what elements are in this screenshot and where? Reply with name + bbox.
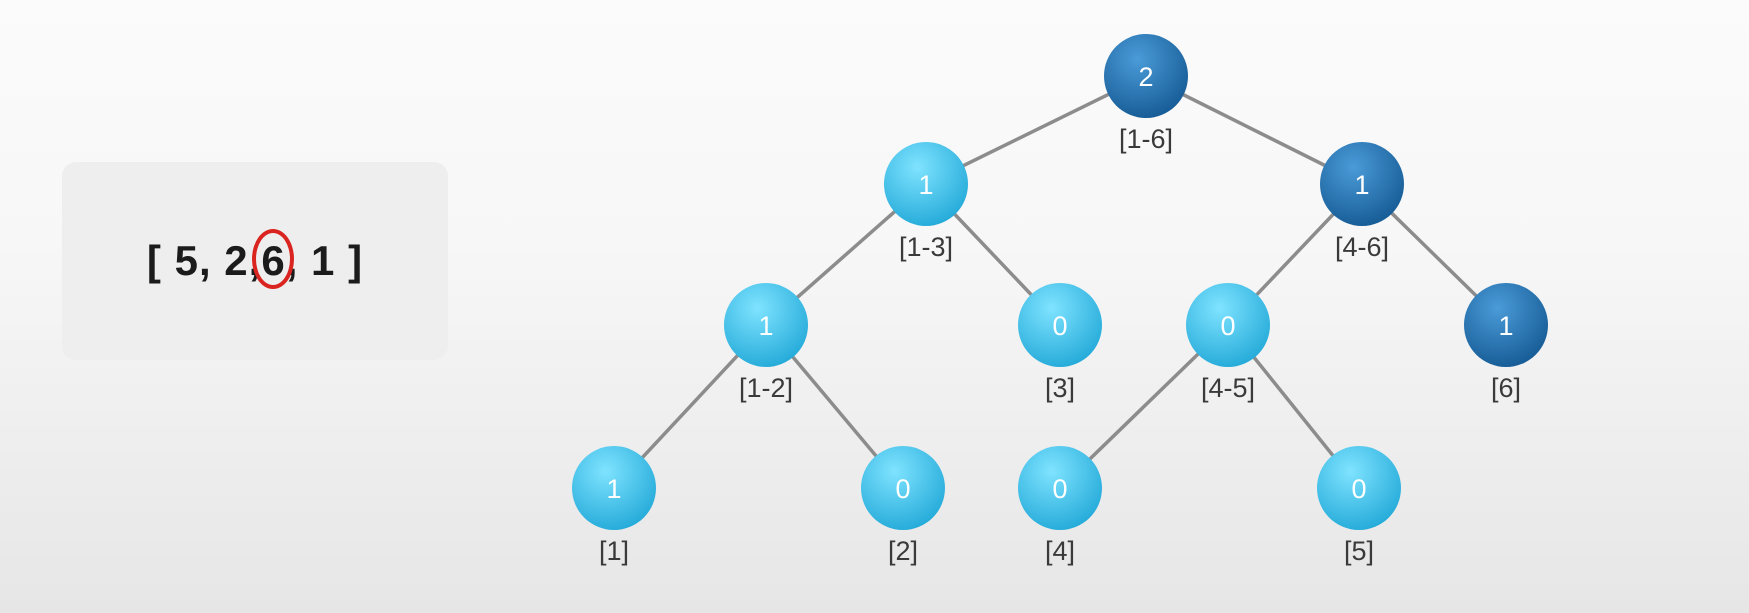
tree-node: 1 [1-2] — [724, 283, 808, 403]
tree-node-value: 0 — [1351, 474, 1366, 504]
tree-node-value: 2 — [1138, 62, 1153, 92]
tree-node-circle — [1464, 283, 1548, 367]
tree-node-circle — [1104, 34, 1188, 118]
array-item: 2 — [224, 237, 249, 284]
tree-node-range: [5] — [1344, 536, 1374, 566]
tree-node: 2 [1-6] — [1104, 34, 1188, 154]
tree-node-range: [1] — [599, 536, 629, 566]
tree-node-value: 1 — [1354, 170, 1369, 200]
tree-node-value: 0 — [1052, 474, 1067, 504]
tree-node: 1 [6] — [1464, 283, 1548, 403]
array-display: [ 5, 2, 6, 1 ] — [146, 229, 364, 289]
tree-node-range: [2] — [888, 536, 918, 566]
tree-node-value: 1 — [918, 170, 933, 200]
tree-node-circle — [1317, 446, 1401, 530]
array-close-bracket: ] — [348, 237, 364, 284]
tree-node: 0 [2] — [861, 446, 945, 566]
array-item-highlighted: 6 — [252, 229, 295, 289]
tree-node-circle — [572, 446, 656, 530]
array-item: 5 — [174, 237, 199, 284]
tree-edges — [612, 74, 1508, 490]
tree-node-range: [6] — [1491, 373, 1521, 403]
tree-node-circle — [1186, 283, 1270, 367]
tree-node-range: [1-2] — [739, 373, 793, 403]
tree-node-value: 0 — [895, 474, 910, 504]
tree-node: 0 [5] — [1317, 446, 1401, 566]
tree-node: 0 [4] — [1018, 446, 1102, 566]
tree-node-range: [3] — [1045, 373, 1075, 403]
tree-node-circle — [1018, 446, 1102, 530]
tree-node-range: [4-6] — [1335, 232, 1389, 262]
tree-node-range: [1-3] — [899, 232, 953, 262]
tree-node: 0 [4-5] — [1186, 283, 1270, 403]
tree-node: 1 [1] — [572, 446, 656, 566]
tree-node-range: [4] — [1045, 536, 1075, 566]
tree-node-value: 1 — [758, 311, 773, 341]
tree-node-circle — [1320, 142, 1404, 226]
tree-node: 1 [4-6] — [1320, 142, 1404, 262]
tree-node-range: [4-5] — [1201, 373, 1255, 403]
array-item: 1 — [311, 237, 336, 284]
tree-node-range: [1-6] — [1119, 124, 1173, 154]
tree-node-value: 0 — [1220, 311, 1235, 341]
tree-node: 0 [3] — [1018, 283, 1102, 403]
tree-node: 1 [1-3] — [884, 142, 968, 262]
tree-node-value: 1 — [1498, 311, 1513, 341]
array-card: [ 5, 2, 6, 1 ] — [62, 162, 448, 360]
tree-node-circle — [724, 283, 808, 367]
tree-node-circle — [861, 446, 945, 530]
tree-nodes: 2 [1-6] 1 [1-3] 1 [4-6] 1 [1-2] 0 [3] 0 [4-5] 1 [6] 1 [… — [572, 34, 1548, 566]
tree-node-circle — [884, 142, 968, 226]
tree-node-circle — [1018, 283, 1102, 367]
tree-node-value: 1 — [606, 474, 621, 504]
array-open-bracket: [ — [146, 237, 162, 284]
tree-node-value: 0 — [1052, 311, 1067, 341]
